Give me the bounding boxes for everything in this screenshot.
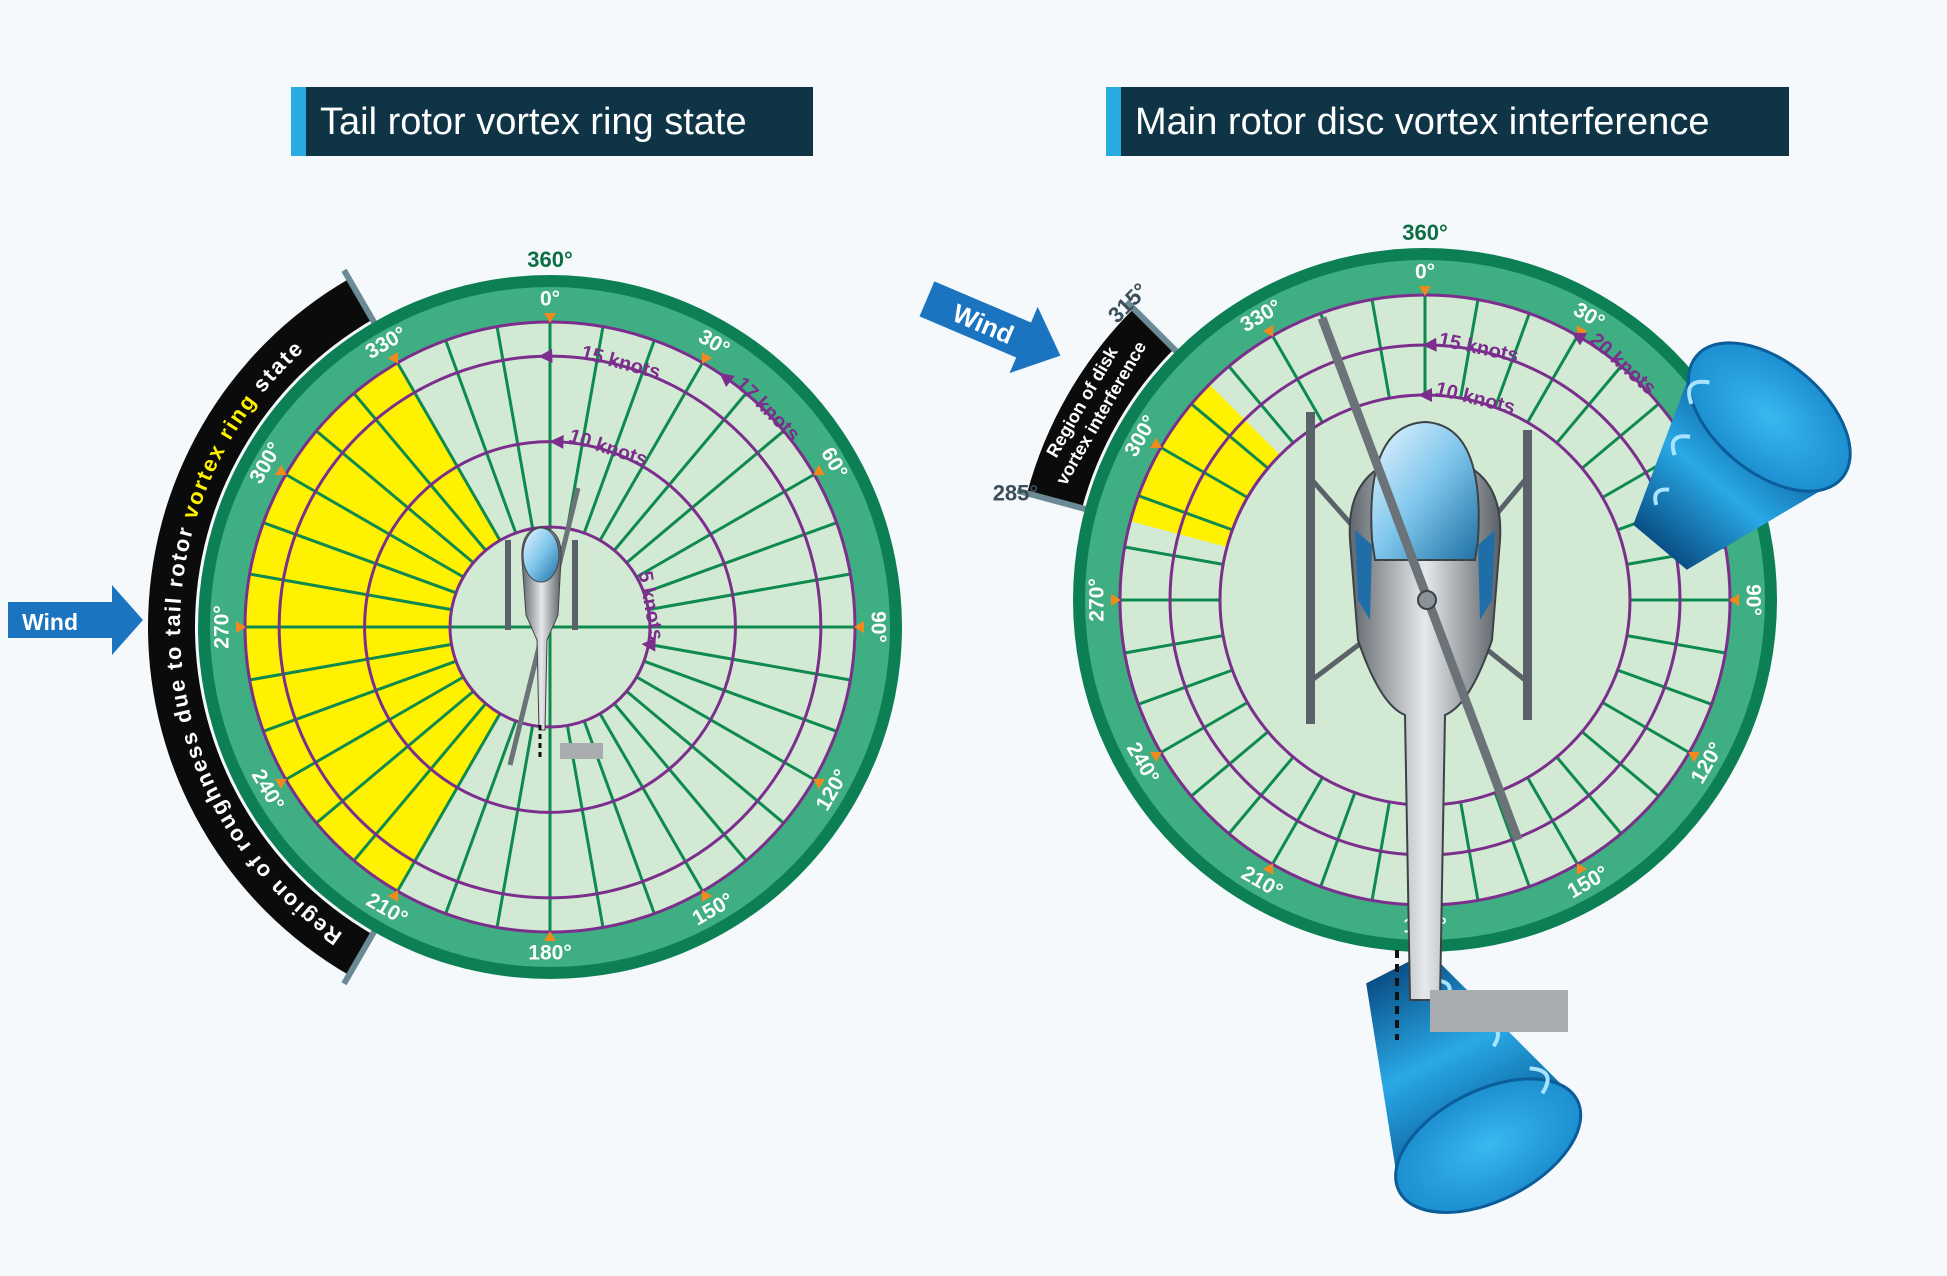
bearing-tick [544,931,556,941]
bearing-tick [1150,437,1162,449]
bearing-tick [387,890,399,902]
bearing-tick [1150,751,1162,763]
region-start-label: 285° [993,480,1039,505]
speed-arrow [719,372,735,387]
bearing-tick [813,464,825,476]
bearing-tick [236,621,246,633]
region-band [148,278,373,976]
bearing-tick [1111,594,1121,606]
bearing-label: 90° [1741,584,1764,616]
speed-arrow [538,348,553,363]
left-title: Tail rotor vortex ring state [320,101,747,143]
wind-arrow-left: Wind [8,585,143,655]
bearing-label: 90° [866,611,889,643]
right-title: Main rotor disc vortex interference [1135,101,1709,143]
left-title-box: Tail rotor vortex ring state [291,87,813,156]
speed-arrow [549,434,564,449]
bearing-label: 180° [528,942,571,965]
bearing-label: 0° [1415,261,1435,284]
region-edge-marker [341,268,380,328]
wind-label-left: Wind [22,609,78,635]
region-edge-marker [1124,299,1182,357]
speed-ring [448,525,652,729]
bearing-label: 270° [211,605,234,648]
speed-arrow [641,637,656,652]
region-edge-marker [341,926,380,986]
bearing-tick [701,890,713,902]
helicopter-small-icon [505,487,603,766]
heading-360-label: 360° [1402,220,1448,245]
bearing-tick [387,352,399,364]
bearing-tick [701,352,713,364]
vortex-tube-upper-right [1633,341,1852,570]
bearing-tick [813,778,825,790]
speed-arrow [1418,388,1432,402]
bearing-tick [1729,594,1739,606]
bearing-tick [275,778,287,790]
speed-arrow [1571,332,1588,346]
speed-arrow [1422,337,1437,352]
heading-360-label: 360° [527,247,573,272]
helicopter-large-icon [1306,316,1568,1040]
vortex-tube-lower [1366,951,1583,1214]
bearing-tick [854,621,864,633]
bearing-tick [1262,325,1274,337]
bearing-tick [1262,863,1274,875]
bearing-label: 0° [540,288,560,311]
bearing-label: 270° [1086,578,1109,621]
region-band [1027,308,1174,509]
bearing-tick [275,464,287,476]
bearing-tick [1576,863,1588,875]
bearing-tick [544,313,556,323]
bearing-tick [1688,751,1700,763]
right-title-box: Main rotor disc vortex interference [1106,87,1789,156]
bearing-tick [1419,286,1431,296]
left-panel: Region of roughness due to tail rotor vo… [8,247,902,986]
region-edge-marker [1016,487,1091,514]
wind-arrow-right: Wind [919,281,1061,374]
